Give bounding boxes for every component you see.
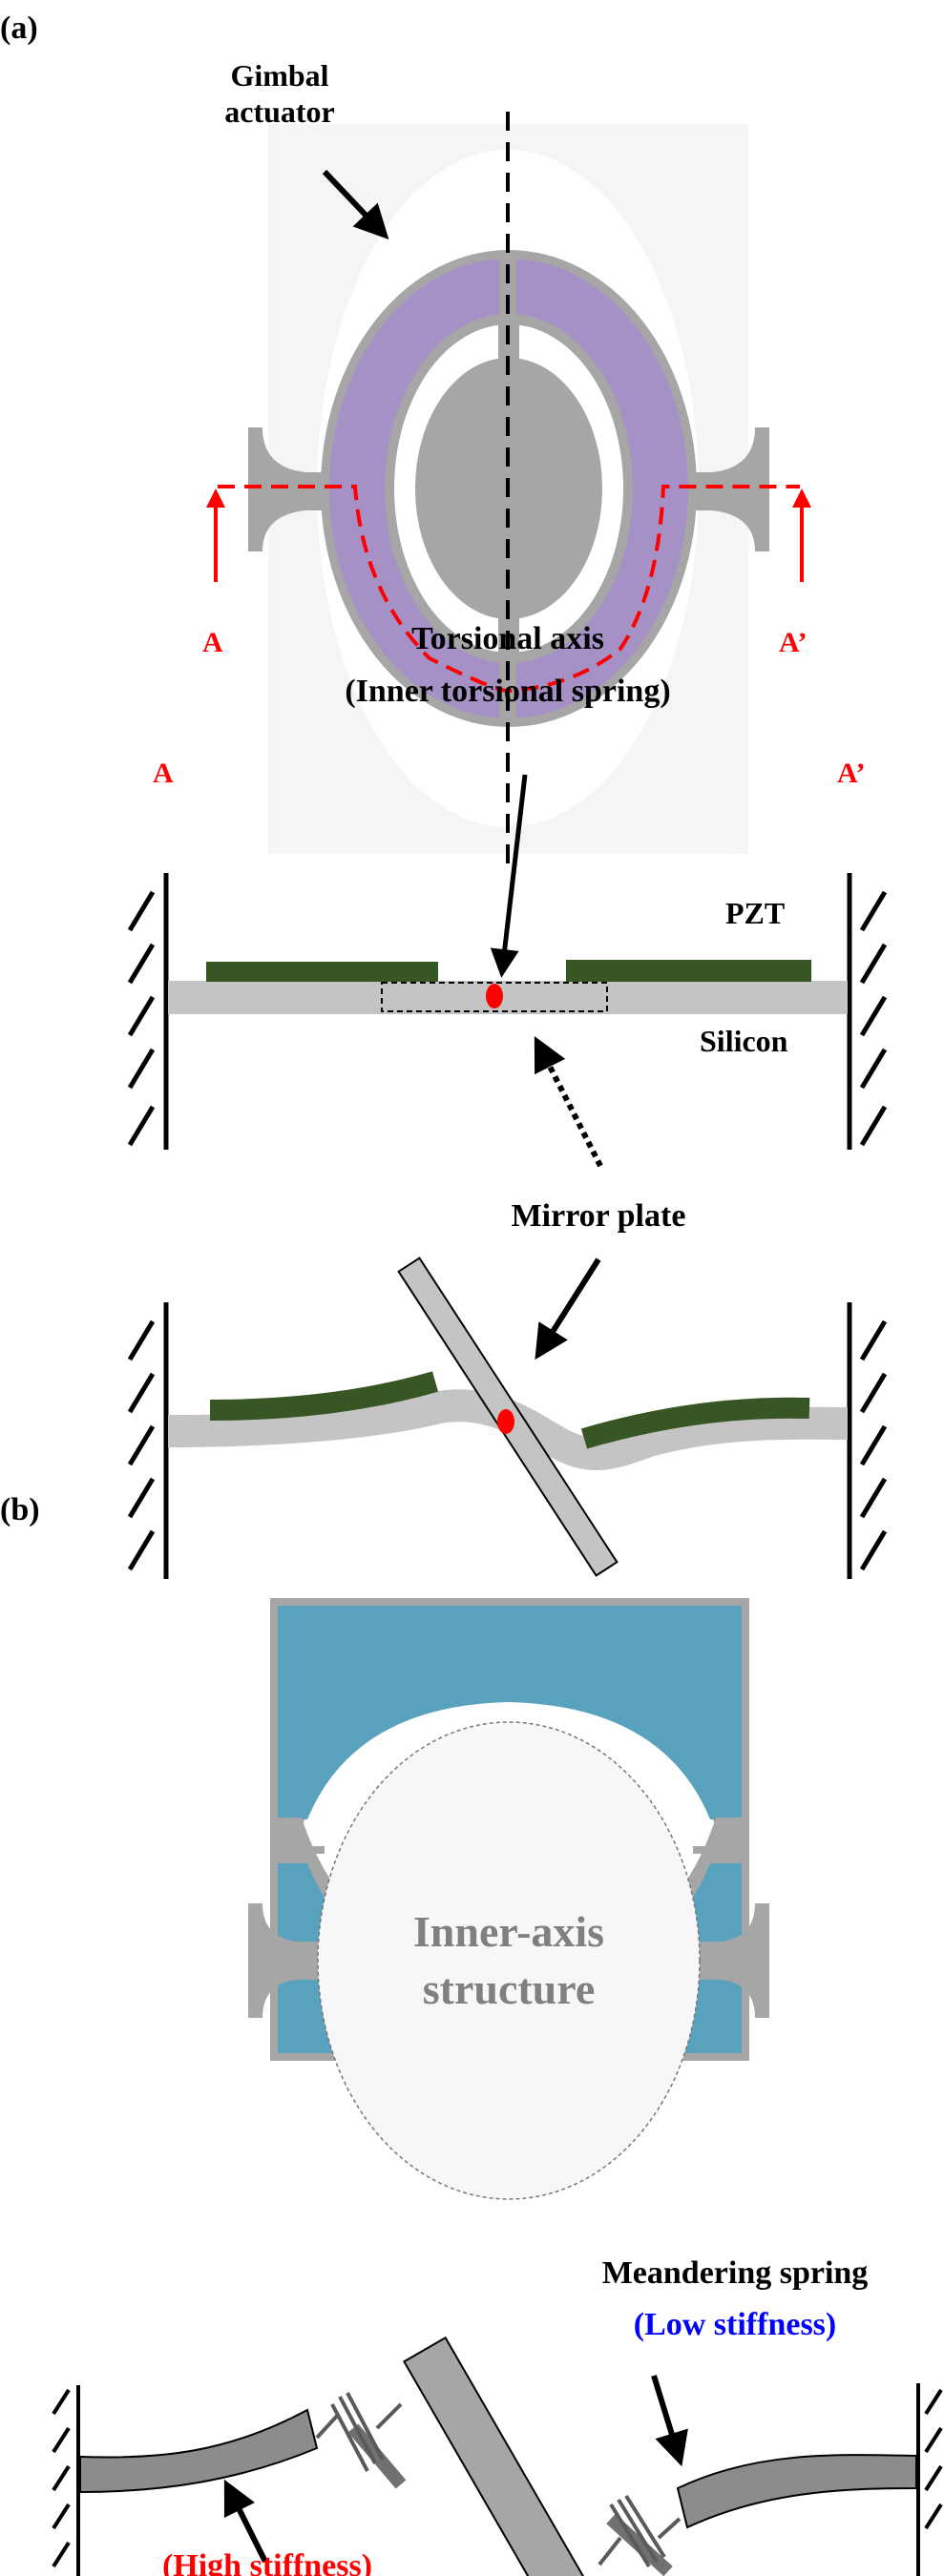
left-wall-top xyxy=(127,873,169,1150)
gimbal-label-line2: actuator xyxy=(224,94,335,129)
deflected-pzt-left xyxy=(209,1371,439,1421)
cross-section-label-a: A xyxy=(153,758,174,789)
inner-axis-label-line2: structure xyxy=(423,1964,596,2013)
section-label-a: A xyxy=(202,627,223,658)
left-meandering-spring xyxy=(315,2392,407,2489)
mirror-plate-region xyxy=(381,982,608,1012)
panel-b-tag: (b) xyxy=(0,1492,40,1527)
top-plate-actuator xyxy=(278,1606,742,1819)
right-wall-b xyxy=(916,2383,943,2576)
axis-pointer-arrow-icon xyxy=(490,774,528,978)
low-stiffness-label: (Low stiffness) xyxy=(634,2307,836,2342)
mirror-plate-label: Mirror plate xyxy=(512,1198,686,1234)
gimbal-arrow-icon xyxy=(322,169,389,240)
right-plate-actuator xyxy=(676,2454,917,2529)
right-meandering-spring xyxy=(598,2494,682,2576)
dotted-arrow-icon xyxy=(534,1035,603,1168)
pivot-dot xyxy=(486,984,503,1008)
deflected-silicon xyxy=(167,1389,849,1471)
pzt-label: PZT xyxy=(725,896,785,930)
pzt-left xyxy=(206,962,438,982)
silicon-label: Silicon xyxy=(700,1024,788,1058)
inner-axis-label-line1: Inner-axis xyxy=(413,1907,604,1956)
section-line xyxy=(218,485,800,693)
high-stiffness-label: (High stiffness) xyxy=(162,2548,372,2576)
cross-section-label-a-prime: A’ xyxy=(837,758,865,789)
silicon-layer xyxy=(168,981,848,1014)
inner-torsional-spring-label: (Inner torsional spring) xyxy=(345,674,670,709)
center-mirror-plate xyxy=(402,2336,610,2576)
panel-a-tag: (a) xyxy=(0,10,38,46)
deflected-pzt-right xyxy=(580,1397,810,1449)
pivot-dot-deflected xyxy=(497,1409,514,1434)
mirror-plate-arrow-icon xyxy=(535,1257,601,1361)
right-wall-bottom xyxy=(847,1302,888,1579)
pzt-right xyxy=(566,960,811,982)
left-wall-bottom xyxy=(127,1302,169,1579)
right-wall-top xyxy=(847,873,888,1150)
right-anchor xyxy=(693,427,769,551)
torsional-axis-label: Torsional axis xyxy=(411,621,604,656)
plate-actuator-arrow-icon xyxy=(223,2479,268,2564)
gimbal-label-line1: Gimbal xyxy=(230,58,328,93)
meandering-spring-arrow-icon xyxy=(651,2375,688,2467)
left-plate-actuator xyxy=(79,2408,319,2494)
section-label-a-prime: A’ xyxy=(779,627,807,658)
left-wall-b xyxy=(52,2385,80,2576)
left-anchor xyxy=(248,427,325,551)
meandering-spring-label: Meandering spring xyxy=(602,2255,869,2291)
inner-axis-structure xyxy=(317,1721,701,2200)
